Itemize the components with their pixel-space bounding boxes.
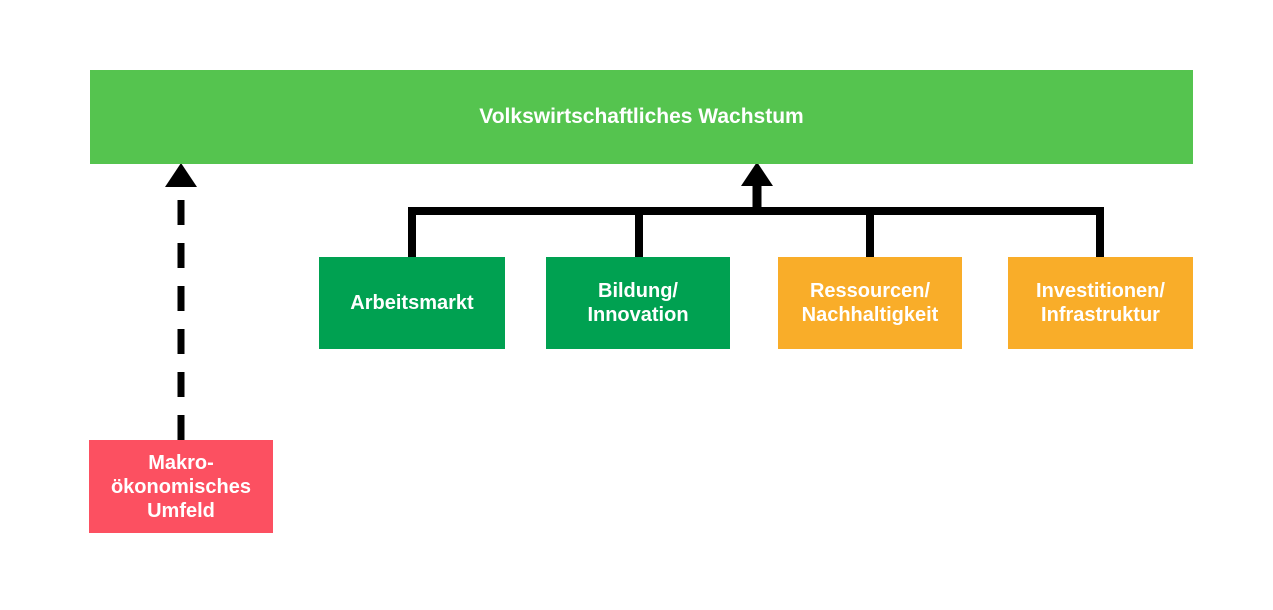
factor-box-arbeitsmarkt: Arbeitsmarkt <box>319 257 505 349</box>
macro-arrowhead-icon <box>165 163 197 187</box>
factor-box-bildung-innovation: Bildung/ Innovation <box>546 257 730 349</box>
factor-box-investitionen-infrastruktur: Investitionen/ Infrastruktur <box>1008 257 1193 349</box>
growth-arrowhead-icon <box>741 162 773 186</box>
factor-box-ressourcen-nachhaltigkeit: Ressourcen/ Nachhaltigkeit <box>778 257 962 349</box>
macro-environment-box: Makro- ökonomisches Umfeld <box>89 440 273 533</box>
growth-title-bar: Volkswirtschaftliches Wachstum <box>90 70 1193 164</box>
connector-bracket-line <box>408 207 1104 257</box>
